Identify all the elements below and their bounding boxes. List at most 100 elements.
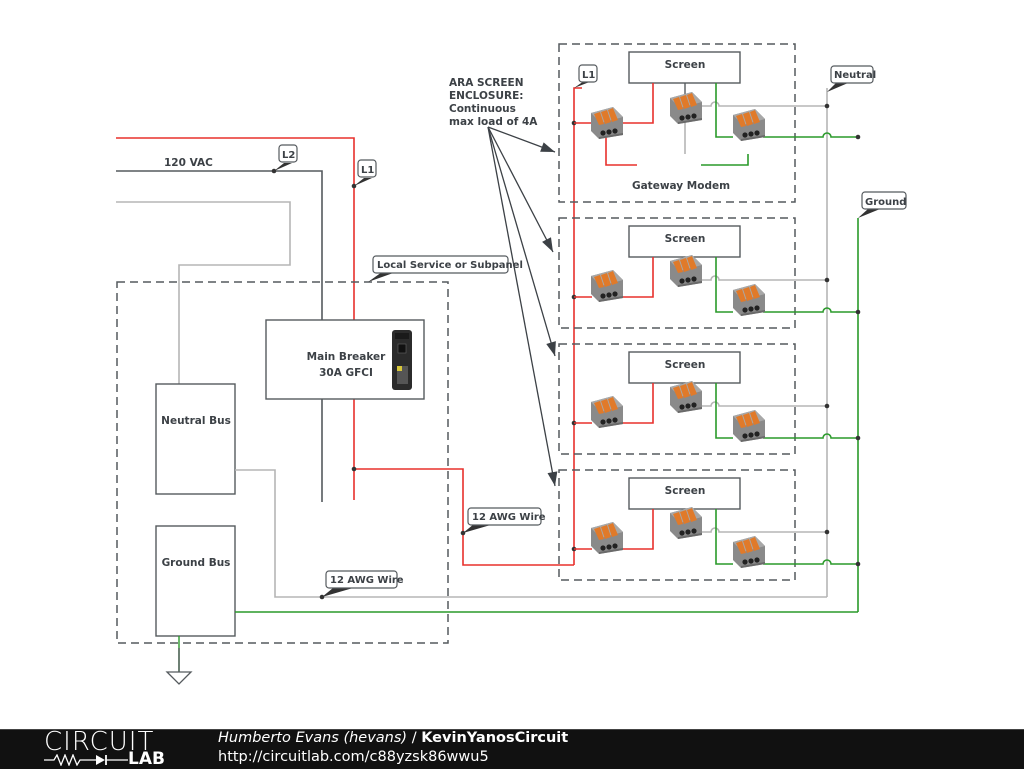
wago-lever-connector-icon[interactable]: [670, 507, 702, 539]
footer-attribution: Humberto Evans (hevans) / KevinYanosCirc…: [218, 730, 568, 746]
wire-hot: [620, 257, 654, 298]
schematic-canvas: 120 VAC L2 L1 Local Service or Subpanel …: [116, 43, 907, 685]
wire-neutral: [700, 401, 827, 407]
wire-neutral: [700, 101, 827, 107]
wago-lever-connector-icon[interactable]: [670, 255, 702, 287]
screen[interactable]: Screen: [628, 351, 741, 384]
main-breaker-label-line2: 30A GFCI: [319, 367, 373, 379]
junction-dot: [351, 466, 357, 472]
logo-text-bottom: LAB: [128, 749, 165, 769]
wire-hot: [620, 83, 654, 124]
neutral-bus[interactable]: Neutral Bus: [155, 383, 236, 495]
resistor-diode-icon: [44, 754, 128, 766]
wire-hot-modem: [605, 137, 637, 166]
neutral-bus-label: Neutral Bus: [161, 415, 231, 427]
enclosure-note-line3: Continuous: [449, 103, 516, 115]
wire-ground: [763, 559, 858, 565]
tag-local-service-text: Local Service or Subpanel: [377, 260, 523, 271]
junction-dot: [824, 529, 830, 535]
wago-lever-connector-icon[interactable]: [591, 396, 623, 428]
wire-ground: [715, 83, 733, 138]
local-service-panel-boundary: [116, 281, 449, 644]
screen-enclosure: Screen: [558, 217, 861, 329]
wago-lever-connector-icon[interactable]: [591, 522, 623, 554]
tag-awg-hot-text: 12 AWG Wire: [472, 512, 546, 523]
wire-ground: [715, 257, 733, 313]
circuit-name-link[interactable]: KevinYanosCircuit: [421, 730, 569, 746]
arrow-line: [487, 126, 554, 253]
wire-ground: [763, 433, 858, 439]
tag-awg-neutral: 12 AWG Wire: [319, 570, 404, 600]
tag-ground-text: Ground: [865, 197, 906, 208]
footer-bar: [0, 729, 1024, 769]
enclosure-note-line4: max load of 4A: [449, 116, 538, 128]
earth-ground-icon: [165, 636, 193, 685]
tag-l2: L2: [274, 144, 298, 171]
tag-l1-enclosure-text: L1: [582, 70, 595, 81]
wago-lever-connector-icon[interactable]: [591, 270, 623, 302]
enclosure-note-arrows: [487, 126, 558, 487]
wire-ground: [763, 307, 858, 313]
tag-l2-text: L2: [282, 150, 295, 161]
arrow-head: [540, 142, 555, 152]
circuit-url-link[interactable]: http://circuitlab.com/c88yzsk86wwu5: [218, 749, 489, 765]
wire-ground: [763, 132, 858, 138]
wire-neutral-source: [116, 201, 291, 384]
wago-lever-connector-icon[interactable]: [591, 107, 623, 139]
wago-lever-connector-icon[interactable]: [733, 109, 765, 141]
tag-awg-neutral-text: 12 AWG Wire: [330, 575, 404, 586]
junction-dot: [824, 103, 830, 109]
main-breaker-label-line1: Main Breaker: [307, 351, 386, 363]
tag-awg-hot: 12 AWG Wire: [460, 507, 546, 536]
junction-dot: [855, 435, 861, 441]
junction-dot: [824, 403, 830, 409]
tag-ground: Ground: [858, 191, 907, 218]
wago-lever-connector-icon[interactable]: [733, 284, 765, 316]
wire-l1-enclosure: [573, 87, 582, 565]
enclosure-note-line1: ARA SCREEN: [449, 77, 523, 89]
tag-local-service: Local Service or Subpanel: [368, 255, 523, 282]
arrow-head: [542, 237, 553, 252]
source-voltage-label: 120 VAC: [164, 157, 213, 169]
ground-bus-label: Ground Bus: [162, 557, 231, 569]
screen-enclosure: Screen: [558, 343, 861, 455]
arrow-head: [546, 341, 556, 356]
screen[interactable]: Screen: [628, 477, 741, 510]
wire-hot: [620, 509, 654, 550]
screen[interactable]: Screen: [628, 225, 741, 258]
author-link[interactable]: Humberto Evans (hevans): [218, 730, 408, 746]
logo-text-top: CIRCUIT: [44, 727, 155, 757]
enclosure-boundary: [558, 43, 796, 203]
wago-lever-connector-icon[interactable]: [670, 381, 702, 413]
screen-label: Screen: [665, 485, 706, 497]
screen-label: Screen: [665, 59, 706, 71]
tag-l1-source-text: L1: [361, 165, 374, 176]
enclosure-note-line2: ENCLOSURE:: [449, 90, 523, 102]
wago-lever-connector-icon[interactable]: [733, 536, 765, 568]
separator: /: [407, 730, 422, 746]
main-breaker[interactable]: Main Breaker 30A GFCI: [265, 319, 425, 400]
screen-enclosure: Screen: [558, 469, 861, 581]
enclosure-boundary: [558, 217, 796, 329]
enclosure-boundary: [558, 343, 796, 455]
tag-l1-source: L1: [354, 159, 377, 186]
junction-dot: [855, 134, 861, 140]
wire-ground-modem: [701, 154, 749, 166]
wire-hot-feeder: [354, 468, 574, 566]
screen[interactable]: Screen: [628, 51, 741, 84]
wago-lever-connector-icon[interactable]: [733, 410, 765, 442]
junction-dot: [855, 561, 861, 567]
wire-ground: [715, 509, 733, 565]
gateway-modem-label: Gateway Modem: [632, 180, 730, 192]
enclosure-note: ARA SCREEN ENCLOSURE: Continuous max loa…: [449, 77, 538, 128]
junction-dot: [824, 277, 830, 283]
wago-lever-connector-icon[interactable]: [670, 92, 702, 124]
circuitlab-logo[interactable]: CIRCUIT LAB: [44, 728, 179, 769]
ground-bus[interactable]: Ground Bus: [155, 525, 236, 637]
tag-neutral: Neutral: [827, 65, 876, 92]
wire-neutral: [700, 527, 827, 533]
screen-label: Screen: [665, 233, 706, 245]
arrow-line: [487, 126, 556, 357]
